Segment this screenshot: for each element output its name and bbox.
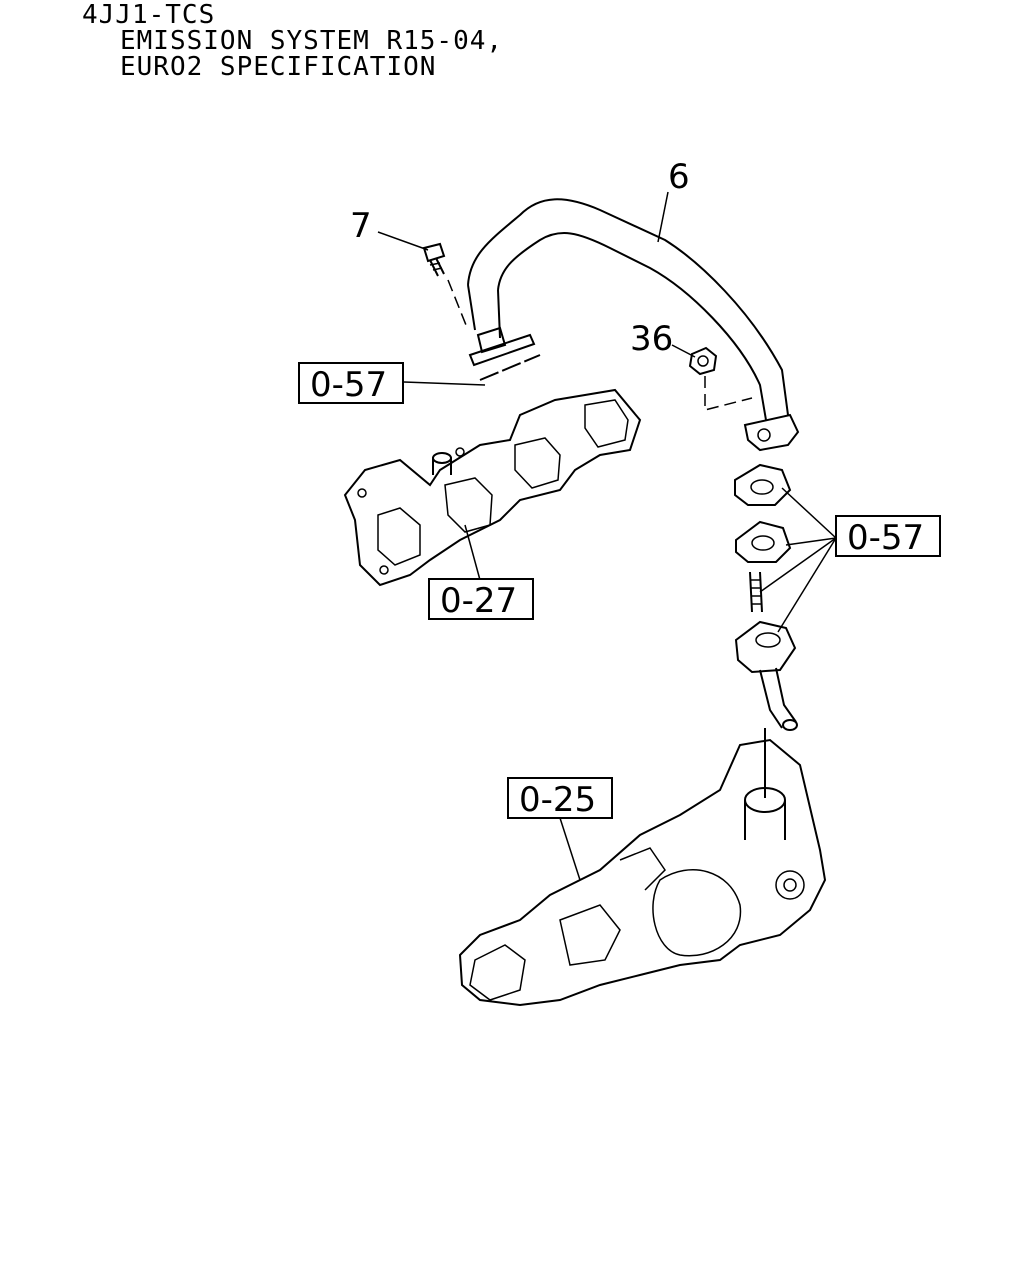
reference-exhaust-manifold-label: 0-27 xyxy=(440,581,517,621)
callout-nut: 36 xyxy=(630,319,673,359)
callout-pipe: 6 xyxy=(668,157,690,197)
callout-bolt: 7 xyxy=(350,206,372,246)
turbocharger xyxy=(458,728,827,1007)
reference-turbocharger-label: 0-25 xyxy=(519,780,596,820)
engine-model: 4JJ1-TCS xyxy=(82,0,216,30)
specification-title: EURO2 SPECIFICATION xyxy=(120,52,437,82)
reference-gasket-upper-label: 0-57 xyxy=(310,365,387,405)
system-title: EMISSION SYSTEM R15-04, xyxy=(120,26,504,56)
upper-gasket xyxy=(479,354,541,381)
exhaust-manifold xyxy=(343,388,642,587)
reference-gasket-right[interactable]: 0-57 xyxy=(835,515,941,558)
bolt xyxy=(422,242,469,331)
diagram-header: 4JJ1-TCS EMISSION SYSTEM R15-04, EURO2 S… xyxy=(82,2,503,80)
nut xyxy=(688,346,753,411)
reference-gasket-right-label: 0-57 xyxy=(847,518,924,558)
egr-pipe xyxy=(467,198,800,452)
gasket-stack xyxy=(734,463,798,731)
reference-turbocharger[interactable]: 0-25 xyxy=(507,777,613,820)
reference-gasket-upper[interactable]: 0-57 xyxy=(298,362,404,405)
reference-exhaust-manifold[interactable]: 0-27 xyxy=(428,578,534,621)
